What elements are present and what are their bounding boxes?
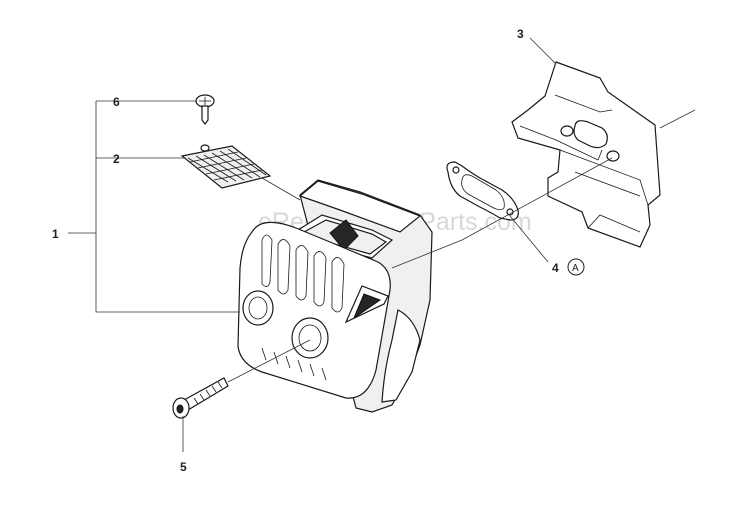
part-4-gasket — [446, 161, 519, 221]
part-6-screw — [195, 94, 215, 125]
callout-4-marker: A — [567, 258, 585, 276]
callout-6: 6 — [113, 95, 120, 109]
callout-4-marker-letter: A — [572, 263, 579, 274]
assembly-lines — [227, 109, 696, 383]
callout-3: 3 — [517, 27, 524, 41]
callout-4: 4 — [552, 261, 559, 275]
callout-leaders — [68, 37, 557, 452]
part-1-muffler — [237, 179, 433, 413]
callout-5: 5 — [180, 460, 187, 474]
callout-1: 1 — [52, 227, 59, 241]
part-3-heat-shield — [511, 61, 661, 248]
part-5-bolt — [172, 377, 229, 419]
callout-2: 2 — [113, 152, 120, 166]
part-2-spark-screen — [180, 144, 272, 189]
